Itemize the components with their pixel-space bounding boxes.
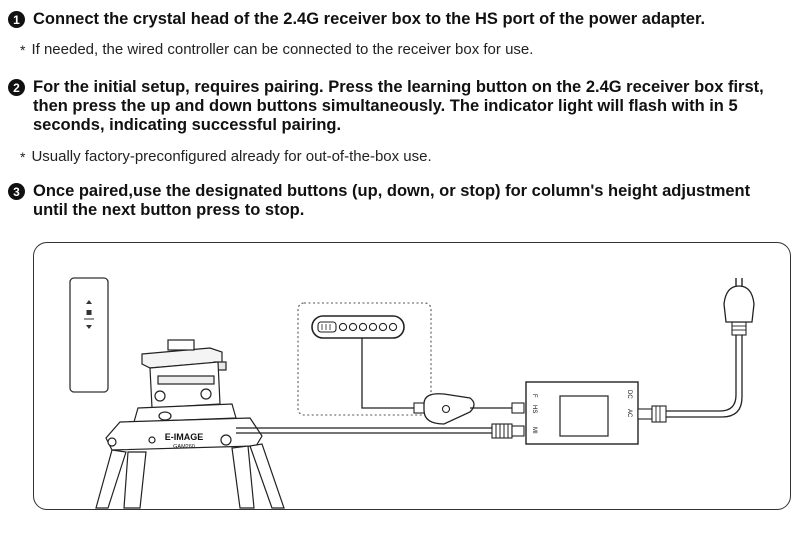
step-2-text: For the initial setup, requires pairing.…	[33, 78, 764, 134]
receiver-box-icon	[423, 393, 475, 425]
diagram-frame	[33, 242, 791, 510]
wired-controller-icon	[311, 315, 405, 339]
port-label-f: F	[531, 394, 537, 398]
power-cable	[637, 335, 743, 423]
step-3: 3 Once paired,use the designated buttons…	[8, 182, 788, 220]
power-adapter-icon	[525, 381, 639, 445]
remote-control-icon	[69, 277, 109, 393]
note-1-text: If needed, the wired controller can be c…	[31, 41, 534, 58]
note-marker: *	[20, 149, 26, 165]
controller-cable	[361, 338, 414, 409]
note-2: * Usually factory-preconfigured already …	[20, 148, 432, 166]
wired-controller-optional-box	[297, 302, 432, 416]
step-1-text: Connect the crystal head of the 2.4G rec…	[33, 10, 706, 28]
note-1: * If needed, the wired controller can be…	[20, 41, 533, 59]
tripod-model-label: GAM260	[173, 444, 195, 450]
motor-cable	[236, 426, 493, 429]
step-3-text: Once paired,use the designated buttons (…	[33, 182, 751, 219]
port-label-dc: DC	[626, 390, 632, 399]
step-2: 2 For the initial setup, requires pairin…	[8, 78, 788, 135]
port-label-mi: MI	[531, 427, 537, 434]
step-1: 1 Connect the crystal head of the 2.4G r…	[8, 10, 788, 29]
step-number-badge: 1	[8, 11, 25, 28]
mi-plug	[491, 423, 525, 439]
tripod-brand-label: E-IMAGE	[165, 432, 204, 442]
step-number-badge: 3	[8, 183, 25, 200]
tripod-icon	[95, 339, 285, 509]
port-label-ac: AC	[626, 409, 632, 418]
step-number-badge: 2	[8, 79, 25, 96]
note-marker: *	[20, 42, 26, 58]
note-2-text: Usually factory-preconfigured already fo…	[31, 148, 432, 165]
port-label-hs: HS	[531, 405, 537, 413]
power-plug-icon	[723, 278, 755, 336]
hs-plug	[511, 402, 525, 414]
